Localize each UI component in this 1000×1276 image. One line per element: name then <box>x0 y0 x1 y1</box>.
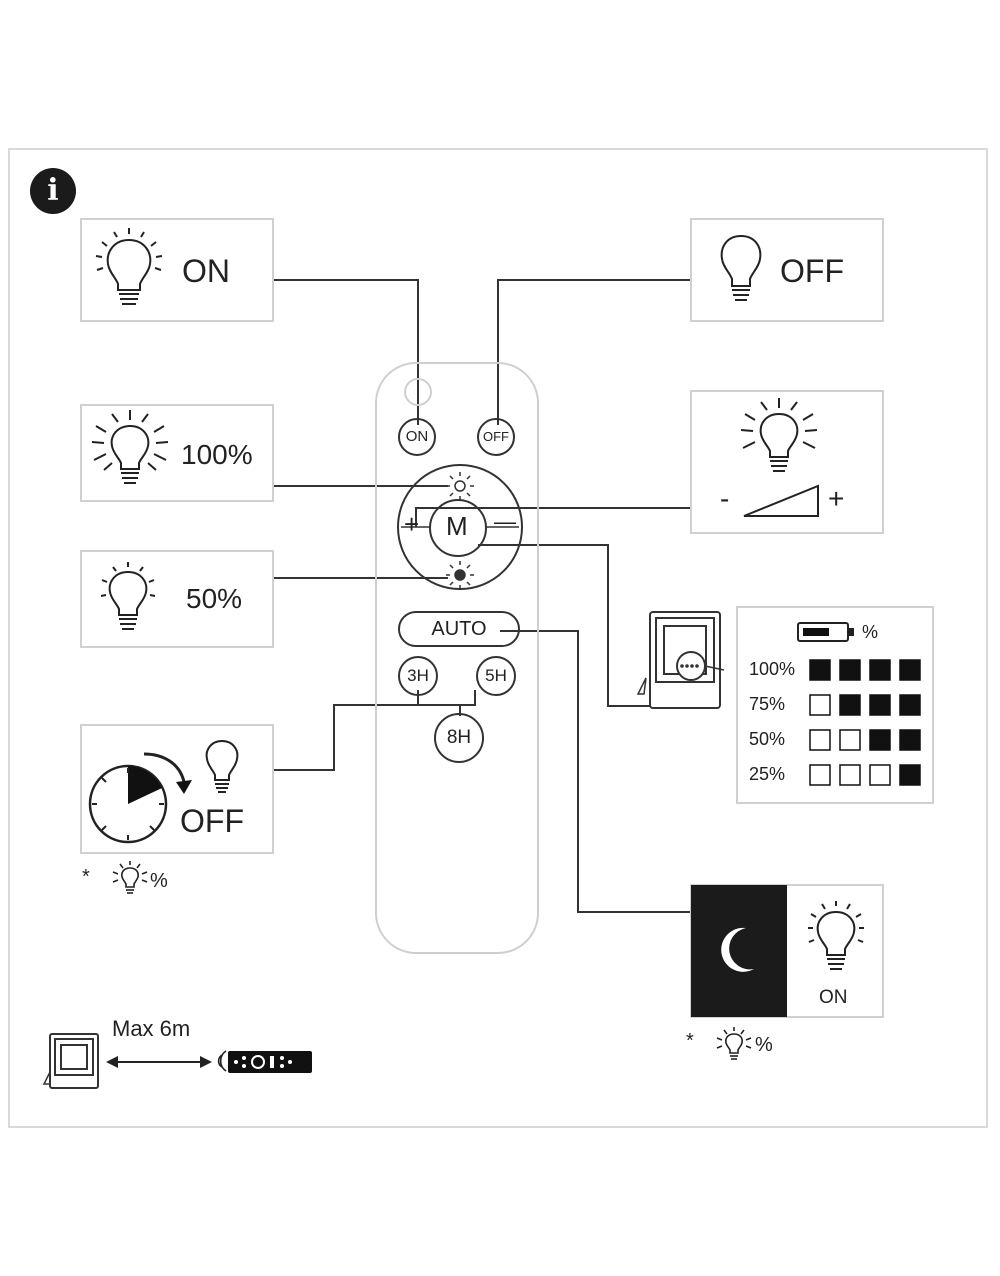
remote-plus-button[interactable]: + <box>404 509 420 539</box>
battery-row: 25% <box>749 764 929 788</box>
battery-square-filled <box>899 729 921 751</box>
remote-minus-button[interactable]: — <box>494 509 516 534</box>
diagram-frame <box>8 148 988 1128</box>
off-label: OFF <box>780 253 844 289</box>
info-icon: i <box>30 168 76 214</box>
battery-row: 75% <box>749 694 929 718</box>
bulb-bright-icon <box>91 410 169 484</box>
remote-auto-button[interactable]: AUTO <box>398 611 520 647</box>
battery-icon <box>797 622 854 642</box>
bulb-percent-icon <box>112 861 148 894</box>
battery-row-label: 75% <box>749 694 786 714</box>
on-box <box>80 218 274 322</box>
timer-footnote-asterisk: * <box>82 866 90 888</box>
battery-row: 100% <box>749 659 929 683</box>
clock-icon <box>88 752 192 844</box>
battery-square-empty <box>809 764 831 786</box>
brightness-plus-label: + <box>828 483 845 514</box>
battery-square-filled <box>899 659 921 681</box>
battery-square-filled <box>839 659 861 681</box>
bulb-icon <box>205 739 239 793</box>
bulb-percent-icon <box>716 1027 752 1060</box>
bulb-dim-icon <box>100 562 156 630</box>
battery-row-label: 50% <box>749 729 786 749</box>
sensor-icon <box>42 1033 99 1089</box>
battery-percent-label: % <box>862 622 879 642</box>
timer-footnote-percent: % <box>150 870 168 892</box>
remote-mode-button[interactable]: M <box>446 511 468 541</box>
brightness-minus-label: - <box>720 483 730 514</box>
night-on-label: ON <box>819 987 848 1008</box>
moon-icon <box>721 927 754 972</box>
battery-square-filled <box>869 659 891 681</box>
timer-box <box>80 724 274 854</box>
remote-8h-button[interactable]: 8H <box>434 713 484 763</box>
battery-square-filled <box>899 694 921 716</box>
battery-square-filled <box>869 729 891 751</box>
remote-control-icon <box>228 1051 312 1073</box>
night-footnote-asterisk: * <box>686 1030 694 1052</box>
bulb-rays-icon <box>95 228 163 305</box>
on-label: ON <box>182 253 230 289</box>
range-label: Max 6m <box>112 1016 191 1041</box>
battery-row-label: 100% <box>749 659 796 679</box>
battery-square-empty <box>809 729 831 751</box>
battery-square-filled <box>869 694 891 716</box>
bulb-icon <box>720 234 762 301</box>
battery-square-filled <box>899 764 921 786</box>
signal-icon <box>217 1050 227 1072</box>
bulb-bright-icon <box>740 398 818 472</box>
battery-square-empty <box>839 764 861 786</box>
remote-5h-button[interactable]: 5H <box>476 656 516 696</box>
brightness-100-label: 100% <box>181 439 253 470</box>
battery-level-squares <box>809 659 921 786</box>
remote-3h-button[interactable]: 3H <box>398 656 438 696</box>
battery-square-empty <box>809 694 831 716</box>
remote-on-button[interactable]: ON <box>398 418 436 456</box>
remote-off-button[interactable]: OFF <box>477 418 515 456</box>
sensor-icon <box>636 611 725 709</box>
night-panel <box>691 885 787 1017</box>
battery-square-filled <box>809 659 831 681</box>
battery-square-empty <box>839 729 861 751</box>
battery-row-label: 25% <box>749 764 786 784</box>
battery-row: 50% <box>749 729 929 753</box>
timer-off-label: OFF <box>180 803 244 839</box>
brightness-50-label: 50% <box>186 583 243 614</box>
ramp-icon <box>743 484 819 517</box>
off-box <box>690 218 884 322</box>
bulb-rays-icon <box>808 901 864 970</box>
battery-square-empty <box>869 764 891 786</box>
range-arrow <box>106 1056 212 1068</box>
brightness-100-box <box>80 404 274 502</box>
night-footnote-percent: % <box>755 1034 773 1056</box>
battery-square-filled <box>839 694 861 716</box>
